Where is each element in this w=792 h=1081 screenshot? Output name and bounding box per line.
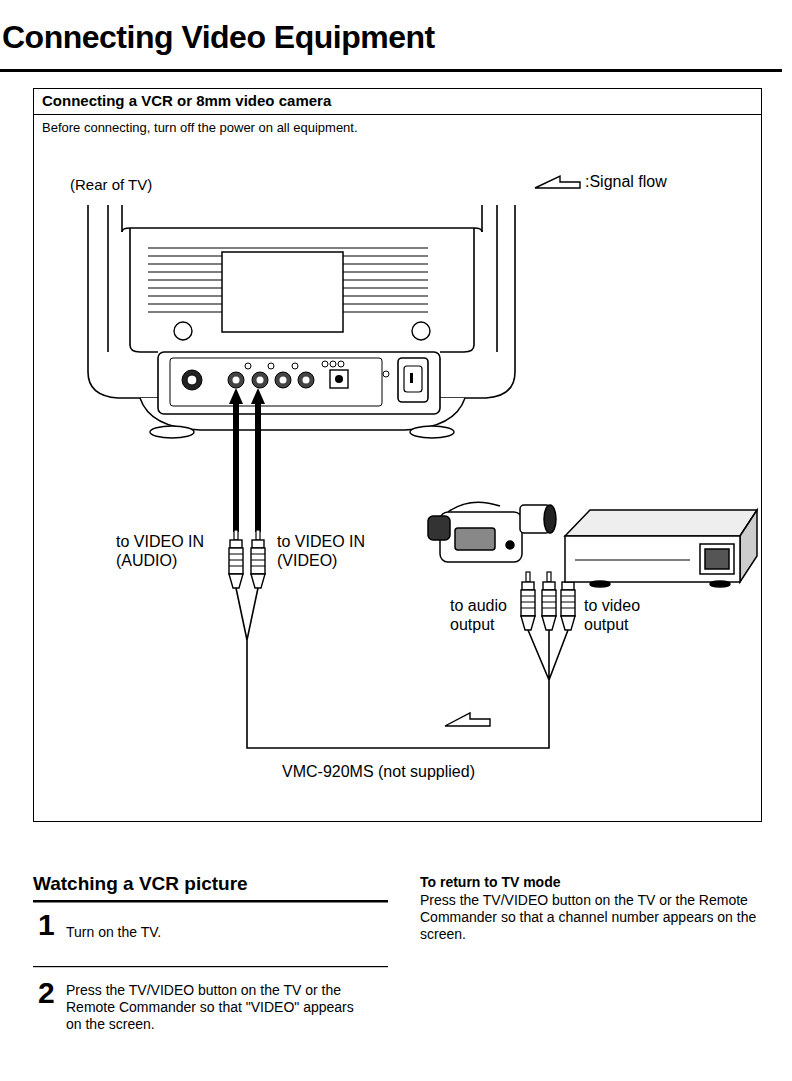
- cable-name: VMC-920MS (not supplied): [282, 762, 475, 781]
- jack-panel: [140, 352, 465, 438]
- connector-label: to audio output: [450, 596, 522, 634]
- title-rule: [0, 69, 782, 72]
- step-rule: [33, 966, 388, 967]
- section-frame: Connecting a VCR or 8mm video cameraBefo…: [33, 88, 762, 822]
- legend-text: :Signal flow: [585, 172, 667, 191]
- vcr: [565, 510, 757, 587]
- connector-label: to VIDEO IN (VIDEO): [277, 532, 389, 570]
- note-text: Before connecting, turn off the power on…: [34, 115, 761, 141]
- section-heading: Connecting a VCR or 8mm video camera: [34, 89, 761, 115]
- view-caption: (Rear of TV): [70, 176, 152, 194]
- section-heading: Watching a VCR picture: [33, 873, 248, 896]
- video-camera: [428, 502, 556, 562]
- step-number: 1: [38, 910, 55, 940]
- step-text: Turn on the TV.: [66, 924, 161, 941]
- cable-to-tv: [229, 388, 575, 748]
- page-title: Connecting Video Equipment: [2, 18, 435, 56]
- step-number: 2: [38, 978, 55, 1008]
- step-text: Press the TV/VIDEO button on the TV or t…: [66, 982, 366, 1032]
- signal-flow-symbol: [533, 173, 583, 191]
- note-heading: To return to TV mode: [420, 874, 561, 891]
- note-text: Press the TV/VIDEO button on the TV or t…: [420, 892, 765, 942]
- spacer: [420, 872, 775, 873]
- screw: [174, 322, 192, 340]
- legend-entry: :Signal flow: [533, 172, 667, 191]
- screw: [412, 322, 430, 340]
- connector-label: to VIDEO IN (AUDIO): [116, 532, 228, 570]
- label-plate: [222, 252, 343, 332]
- heading-rule: [33, 900, 388, 903]
- connector-label: to video output: [584, 596, 660, 634]
